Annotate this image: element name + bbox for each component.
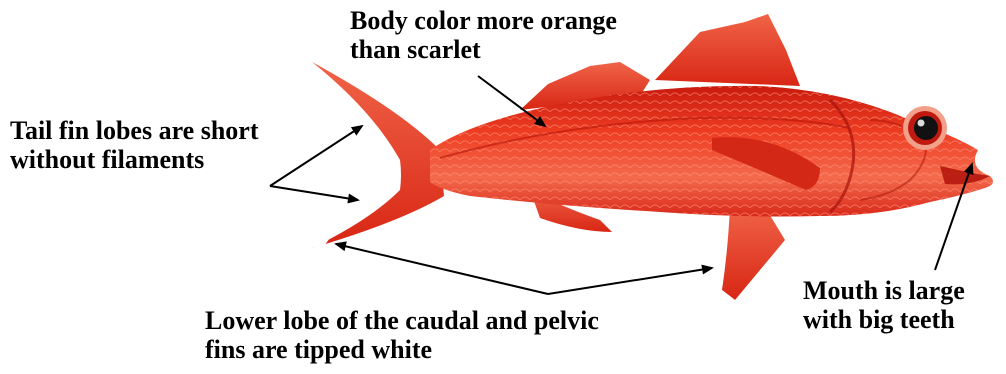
label-tail-fin-line-2: without filaments — [10, 145, 258, 174]
arrow-lower-pelvic — [548, 268, 712, 294]
label-tail-fin: Tail fin lobes are short without filamen… — [10, 116, 258, 174]
pelvic-fin — [722, 206, 785, 300]
label-mouth-line-1: Mouth is large — [803, 276, 965, 305]
arrow-tail-lower — [270, 186, 358, 200]
label-body-color-line-2: than scarlet — [350, 35, 617, 64]
label-lower-lobe: Lower lobe of the caudal and pelvic fins… — [205, 306, 599, 364]
label-body-color: Body color more orange than scarlet — [350, 6, 617, 64]
label-tail-fin-line-1: Tail fin lobes are short — [10, 116, 258, 145]
arrow-lower-caudal — [336, 244, 548, 294]
label-lower-lobe-line-1: Lower lobe of the caudal and pelvic — [205, 306, 599, 335]
tail-fin — [312, 62, 444, 248]
label-mouth: Mouth is large with big teeth — [803, 276, 965, 334]
arrow-tail-upper — [270, 126, 362, 186]
label-lower-lobe-line-2: fins are tipped white — [205, 335, 599, 364]
label-mouth-line-2: with big teeth — [803, 305, 965, 334]
label-body-color-line-1: Body color more orange — [350, 6, 617, 35]
dorsal-fin-front — [655, 14, 800, 86]
